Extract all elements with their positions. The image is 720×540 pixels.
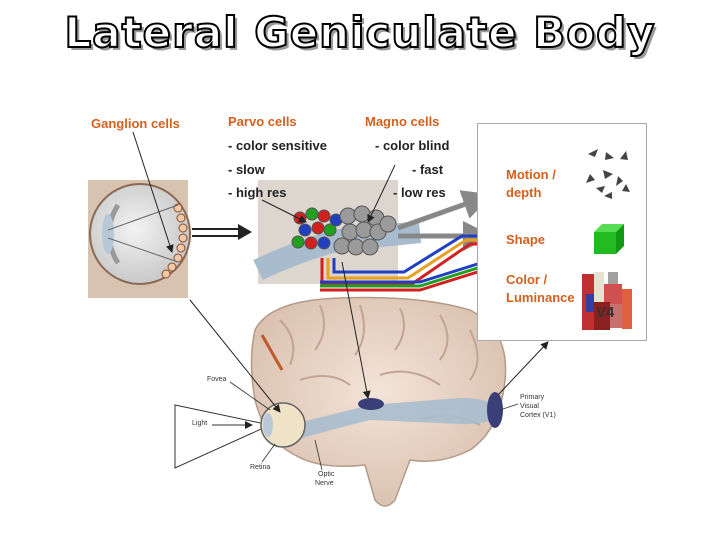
visual-label: Visual xyxy=(520,403,539,410)
nerve-label: Nerve xyxy=(315,480,334,487)
light-label: Light xyxy=(192,420,208,427)
lgn-closeup-image xyxy=(253,180,422,284)
parvo-prop-2: - slow xyxy=(228,162,265,177)
cortex-v1-label: Cortex (V1) xyxy=(520,412,556,419)
luminance-label: Luminance xyxy=(506,290,575,305)
light-eye-diagram xyxy=(174,381,519,471)
label-pointers xyxy=(132,131,396,253)
magno-prop-1: - color blind xyxy=(375,138,450,153)
eye-to-lgn-arrow xyxy=(192,224,252,240)
lgn-output-pathways xyxy=(320,190,493,292)
v4-color-patches-icon xyxy=(582,272,632,330)
retina-label: Retina xyxy=(250,464,271,471)
parvo-cells-label: Parvo cells xyxy=(228,114,297,129)
parvo-prop-3: - high res xyxy=(228,185,287,200)
page-title: Lateral Geniculate Body xyxy=(63,7,656,58)
green-cube-icon xyxy=(594,224,624,254)
shape-label: Shape xyxy=(506,232,546,247)
brain-pointers xyxy=(189,261,549,413)
depth-label: depth xyxy=(506,185,542,200)
fovea-label: Fovea xyxy=(207,376,227,383)
eye-cross-section-image xyxy=(88,180,191,298)
primary-label: Primary xyxy=(520,394,545,401)
optic-label: Optic xyxy=(318,471,335,478)
color-label: Color / xyxy=(506,272,548,287)
motion-arrows-icon xyxy=(586,149,630,199)
magno-cell-cluster xyxy=(333,205,397,256)
motion-label: Motion / xyxy=(506,167,556,182)
parvo-prop-1: - color sensitive xyxy=(228,138,327,153)
visual-areas-panel: Motion / depth Shape Color / Luminance V… xyxy=(477,123,647,341)
ganglion-cells-label: Ganglion cells xyxy=(91,116,180,131)
magno-cells-label: Magno cells xyxy=(365,114,440,129)
magno-prop-3: - low res xyxy=(393,185,446,200)
panel-icons xyxy=(582,149,632,330)
v4-label: V4 xyxy=(596,304,615,321)
magno-prop-2: - fast xyxy=(412,162,444,177)
brain-image xyxy=(250,296,507,507)
